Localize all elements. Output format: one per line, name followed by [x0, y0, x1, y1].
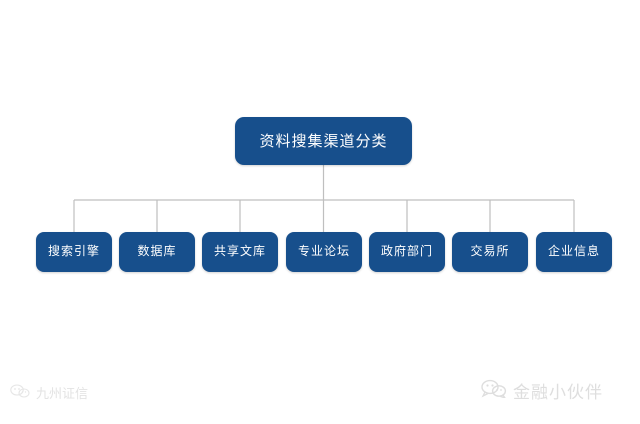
child-node-2[interactable]: 数据库: [119, 232, 195, 272]
root-node-label: 资料搜集渠道分类: [259, 131, 388, 150]
child-node-label: 政府部门: [380, 244, 433, 259]
child-node-label: 搜索引擎: [47, 244, 100, 259]
child-node-1[interactable]: 搜索引擎: [36, 232, 112, 272]
child-node-4[interactable]: 专业论坛: [286, 232, 362, 272]
watermark-bottom-right: 金融小伙伴: [481, 378, 603, 403]
child-node-3[interactable]: 共享文库: [202, 232, 278, 272]
child-node-5[interactable]: 政府部门: [369, 232, 445, 272]
watermark-left-text: 九州证信: [36, 387, 89, 402]
root-node[interactable]: 资料搜集渠道分类: [235, 117, 412, 165]
child-node-7[interactable]: 企业信息: [536, 232, 612, 272]
watermark-bottom-left: 九州证信: [10, 383, 88, 402]
child-node-label: 交易所: [470, 244, 510, 259]
watermark-right-text: 金融小伙伴: [513, 383, 603, 403]
child-node-label: 共享文库: [213, 244, 266, 259]
wechat-bubble-icon: [10, 384, 30, 401]
child-node-label: 企业信息: [547, 244, 600, 259]
child-node-6[interactable]: 交易所: [452, 232, 528, 272]
wechat-bubble-icon: [481, 379, 507, 402]
child-node-label: 专业论坛: [297, 244, 350, 259]
child-node-label: 数据库: [137, 244, 177, 259]
